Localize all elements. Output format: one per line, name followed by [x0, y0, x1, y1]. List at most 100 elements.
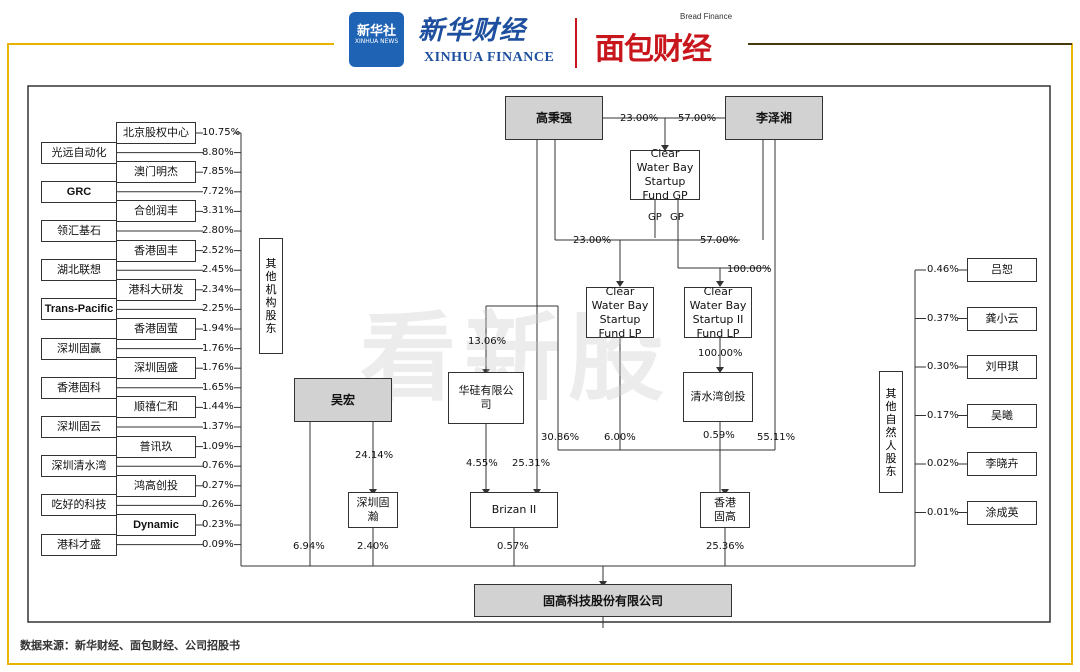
left-shareholder-box: GRC: [41, 180, 117, 203]
pct-gao-gp: 23.00%: [620, 113, 659, 124]
left-shareholder-box: 深圳固盛: [116, 357, 196, 380]
right-shareholder-pct: 0.30%: [927, 361, 959, 372]
inner-frame: [27, 85, 1051, 623]
pct-li-hk-30: 30.86%: [541, 432, 580, 443]
source-note: 数据来源：新华财经、面包财经、公司招股书: [20, 639, 240, 652]
left-shareholder-box: Trans-Pacific: [41, 298, 117, 321]
left-shareholder-box: Dynamic: [116, 514, 196, 536]
left-shareholder-box: 深圳固赢: [41, 337, 117, 360]
left-shareholder-pct: 1.65%: [202, 381, 234, 393]
left-ticks: [117, 132, 241, 546]
left-shareholder-pct: 2.25%: [202, 303, 234, 315]
left-shareholder-box: 鸿高创投: [116, 474, 196, 497]
left-shareholder-box: 合创润丰: [116, 200, 196, 223]
pct-li-gp: 57.00%: [678, 113, 717, 124]
left-shareholder-box: 顺禧仁和: [116, 396, 196, 419]
xinhua-badge: 新华社 XINHUA NEWS: [349, 12, 404, 67]
node-gp: Clear Water Bay Startup Fund GP: [630, 147, 700, 202]
xinhua-badge-sub: XINHUA NEWS: [354, 38, 399, 45]
pct-gao-brizan: 25.31%: [512, 458, 551, 469]
right-shareholder-box: 李晓卉: [967, 452, 1037, 476]
left-shareholder-pct: 1.76%: [202, 362, 234, 374]
right-shareholder-box: 吕恕: [967, 258, 1037, 282]
node-brizan: Brizan II: [470, 492, 558, 528]
left-shareholder-box: 港科才盛: [41, 533, 117, 556]
label-other-institutional: 其他机构股东: [259, 238, 283, 354]
left-shareholder-box: 北京股权中心: [116, 122, 196, 144]
left-shareholder-box: 普讯玖: [116, 435, 196, 458]
right-shareholder-pct: 0.17%: [927, 409, 959, 421]
pct-li-lp2: 100.00%: [727, 264, 772, 275]
pct-qsw-hk: 0.59%: [703, 430, 735, 441]
xinhua-finance-en: XINHUA FINANCE: [424, 50, 555, 65]
node-qsw: 清水湾创投: [683, 372, 753, 422]
holder-wuhong: 吴宏: [294, 378, 392, 422]
right-shareholder-box: 刘甲琪: [967, 355, 1037, 379]
left-shareholder-pct: 8.80%: [202, 146, 234, 158]
pct-lp2-qsw: 100.00%: [698, 348, 743, 359]
left-shareholder-pct: 1.94%: [202, 323, 234, 334]
pct-gao-lp: 23.00%: [573, 235, 612, 246]
pct-lp1-hk: 6.00%: [604, 432, 636, 443]
left-shareholder-box: 香港固萤: [116, 318, 196, 340]
left-shareholder-pct: 0.27%: [202, 479, 234, 491]
left-shareholder-pct: 7.72%: [202, 185, 234, 197]
pct-wuhong-company: 6.94%: [293, 541, 325, 552]
left-shareholder-box: 香港固科: [41, 376, 117, 399]
holder-li: 李泽湘: [725, 96, 823, 140]
right-shareholder-box: 龚小云: [967, 306, 1037, 331]
left-shareholder-pct: 0.23%: [202, 519, 234, 530]
left-shareholder-pct: 2.34%: [202, 283, 234, 295]
left-shareholder-pct: 2.45%: [202, 264, 234, 276]
node-huagui: 华硅有限公司: [448, 372, 524, 424]
left-shareholder-box: 湖北联想: [41, 259, 117, 282]
left-shareholder-pct: 0.26%: [202, 499, 234, 511]
connector-lines: [240, 117, 916, 628]
bread-finance-cn: 面包财经: [595, 32, 712, 67]
right-shareholder-pct: 0.02%: [927, 458, 959, 469]
pct-brizan-company: 0.57%: [497, 541, 529, 552]
left-shareholder-pct: 0.09%: [202, 538, 234, 550]
node-gulan: 深圳固瀚: [348, 492, 398, 528]
left-shareholder-pct: 1.37%: [202, 421, 234, 432]
left-shareholder-box: 吃好的科技: [41, 494, 117, 517]
left-shareholder-box: 深圳清水湾: [41, 455, 117, 478]
left-shareholder-pct: 1.09%: [202, 440, 234, 452]
left-shareholder-pct: 0.76%: [202, 460, 234, 472]
xinhua-finance-cn: 新华财经: [418, 16, 527, 46]
left-shareholder-box: 澳门明杰: [116, 161, 196, 184]
pct-li-lp: 57.00%: [700, 235, 739, 246]
pct-huagui-brizan: 4.55%: [466, 458, 498, 469]
node-company: 固高科技股份有限公司: [474, 584, 732, 617]
pct-li-hk-55: 55.11%: [757, 432, 796, 443]
gp-label-2: GP: [670, 212, 684, 223]
pct-gulan-company: 2.40%: [357, 541, 389, 552]
gp-label-1: GP: [648, 212, 662, 223]
left-shareholder-pct: 1.44%: [202, 401, 234, 413]
left-shareholder-box: 香港固丰: [116, 239, 196, 262]
node-lp1: Clear Water Bay Startup Fund LP: [586, 285, 654, 340]
right-shareholder-pct: 0.46%: [927, 264, 959, 275]
left-shareholder-pct: 3.31%: [202, 205, 234, 217]
node-lp2: Clear Water Bay Startup II Fund LP: [684, 285, 752, 340]
left-shareholder-pct: 2.80%: [202, 225, 234, 236]
right-ticks: [915, 269, 967, 513]
pct-hk-company: 25.36%: [706, 541, 745, 552]
right-shareholder-pct: 0.37%: [927, 312, 959, 324]
left-shareholder-box: 领汇基石: [41, 220, 117, 242]
holder-gao: 高秉强: [505, 96, 603, 140]
left-shareholder-pct: 10.75%: [202, 127, 241, 138]
left-shareholder-pct: 7.85%: [202, 166, 234, 178]
right-shareholder-box: 吴曦: [967, 403, 1037, 428]
left-shareholder-box: 光远自动化: [41, 141, 117, 164]
node-hk-gugao: 香港固高: [700, 492, 750, 528]
right-shareholder-box: 涂成英: [967, 500, 1037, 525]
label-other-natural: 其他自然人股东: [879, 371, 903, 493]
bread-finance-en: Bread Finance: [680, 12, 733, 21]
left-shareholder-pct: 1.76%: [202, 342, 234, 354]
left-shareholder-box: 港科大研发: [116, 278, 196, 301]
pct-to-huagui: 13.06%: [468, 336, 507, 347]
xinhua-badge-text: 新华社: [356, 24, 396, 39]
pct-wuhong-gulan: 24.14%: [355, 450, 394, 461]
